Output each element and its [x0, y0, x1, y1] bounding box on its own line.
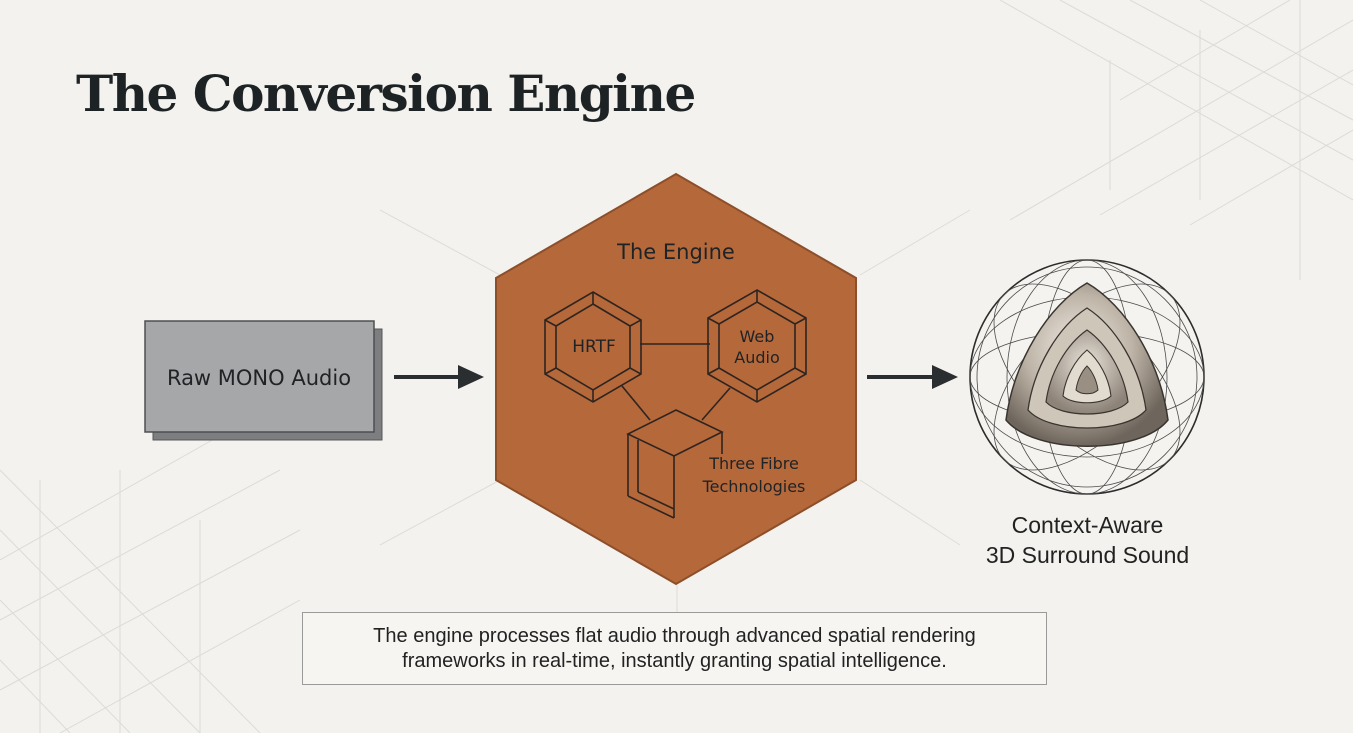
grid-top-right: [999, 0, 1353, 280]
output-label-line-1: Context-Aware: [1011, 512, 1164, 538]
hexagonal-prism-icon: [544, 291, 642, 403]
input-node: Raw MONO Audio: [144, 320, 383, 441]
three-fibre-component: Three Fibre Technologies: [626, 409, 806, 519]
grid-bottom-left: [0, 429, 301, 733]
cube-icon: [626, 409, 724, 519]
web-audio-component: Web Audio: [707, 289, 807, 403]
engine-guide-lines: [379, 209, 971, 612]
output-label: Context-Aware 3D Surround Sound: [955, 510, 1220, 570]
input-box: [144, 320, 375, 433]
nested-spheres-icon: [969, 259, 1205, 495]
caption-line-1: The engine processes flat audio through …: [373, 624, 976, 647]
hrtf-label: HRTF: [572, 337, 616, 357]
caption-box: The engine processes flat audio through …: [302, 612, 1047, 685]
arrow-to-engine: [394, 365, 484, 389]
component-connectors: [621, 343, 731, 421]
engine-node: The Engine HRTF: [495, 172, 857, 586]
web-audio-label-line-1: Web: [740, 327, 775, 346]
hrtf-component: HRTF: [544, 291, 642, 403]
hexagonal-prism-icon: [707, 289, 807, 403]
engine-title: The Engine: [616, 240, 735, 264]
three-fibre-label-line-2: Technologies: [702, 477, 806, 496]
input-label: Raw MONO Audio: [167, 366, 351, 390]
caption-text: The engine processes flat audio through …: [373, 624, 976, 674]
page-title: The Conversion Engine: [76, 64, 696, 123]
arrow-to-output: [867, 365, 958, 389]
output-label-line-2: 3D Surround Sound: [985, 542, 1190, 568]
web-audio-label-line-2: Audio: [734, 348, 779, 367]
engine-hexagon: [495, 172, 857, 586]
caption-line-2: frameworks in real-time, instantly grant…: [402, 649, 947, 672]
three-fibre-label-line-1: Three Fibre: [708, 454, 799, 473]
